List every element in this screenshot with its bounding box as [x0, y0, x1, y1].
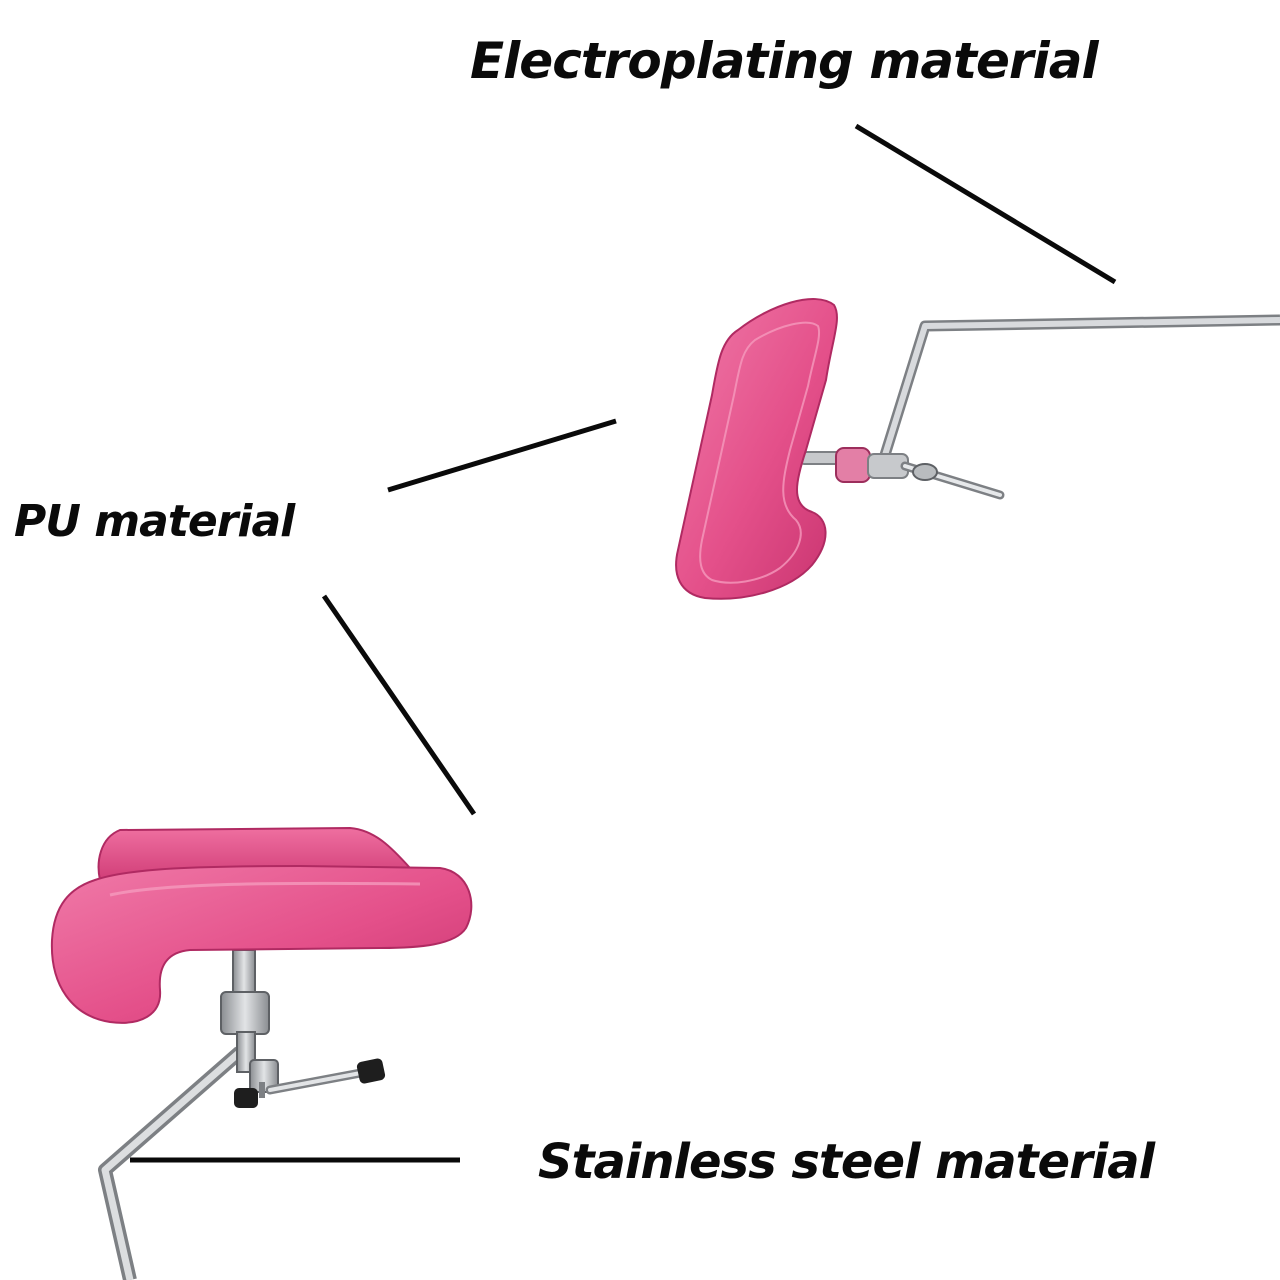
upper-pu-pad [675, 298, 838, 600]
pu-material-label: PU material [14, 496, 295, 547]
electroplating-material-label: Electroplating material [470, 32, 1099, 90]
leader-lines [130, 123, 1117, 1163]
stainless-steel-rod [98, 1046, 245, 1280]
leader-line-pu-lower [321, 594, 477, 816]
upper-clamp [799, 447, 1005, 500]
leader-line-electroplating [854, 123, 1117, 285]
electroplated-rod [879, 314, 1280, 457]
leader-line-pu-upper [387, 418, 617, 493]
lower-pu-pad [50, 826, 473, 1024]
lower-clamp [220, 949, 386, 1108]
stainless-steel-material-label: Stainless steel material [538, 1134, 1155, 1190]
